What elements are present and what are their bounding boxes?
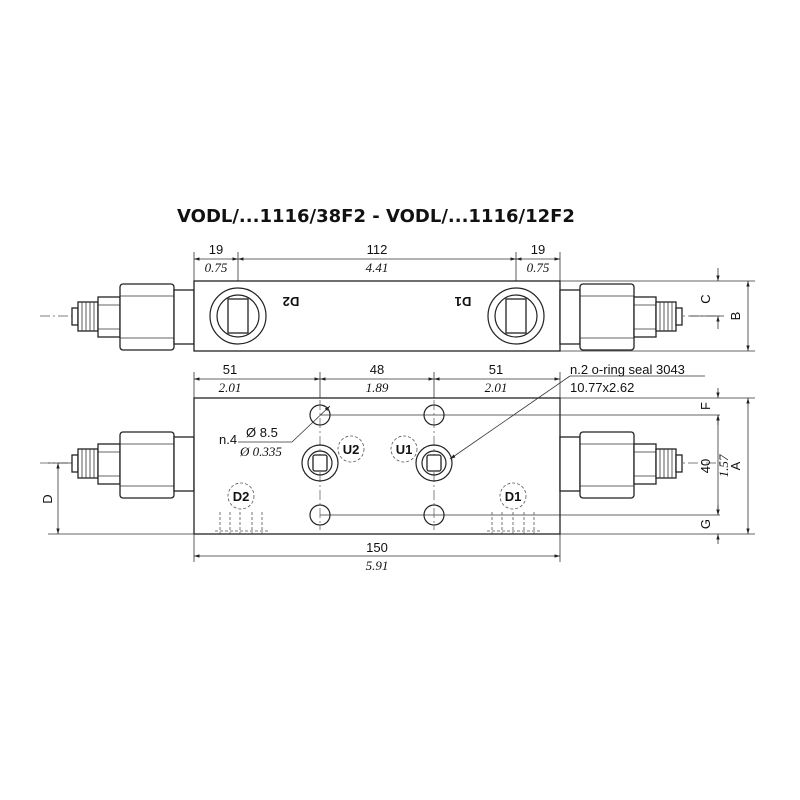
top-view: 19 0.75 112 4.41 19 0.75 D2 D1 <box>40 242 755 352</box>
top-dim-2-mm: 112 <box>367 242 388 257</box>
port-label-u1: U1 <box>396 442 413 457</box>
port-label-d2: D2 <box>233 489 250 504</box>
dim-g-label: G <box>698 519 713 529</box>
top-view-body <box>193 280 561 352</box>
port-label-u2: U2 <box>343 442 360 457</box>
top-dim-2-inch: 4.41 <box>366 260 389 275</box>
front-dim-1-inch: 2.01 <box>219 380 242 395</box>
holes-diameter-inch: Ø 0.335 <box>239 444 282 459</box>
top-port-d1: D1 <box>455 294 472 309</box>
port-u1-circle <box>415 444 453 482</box>
port-label-d1: D1 <box>505 489 522 504</box>
dim-c-label: C <box>698 294 713 303</box>
front-view-body <box>193 397 561 535</box>
height-mm: 40 <box>698 459 713 473</box>
front-view: 51 2.01 48 1.89 51 2.01 <box>40 362 755 573</box>
top-dim-1-inch: 0.75 <box>205 260 228 275</box>
front-dim-2-inch: 1.89 <box>366 380 389 395</box>
dim-a-label: A <box>728 461 743 470</box>
overall-length-mm: 150 <box>366 540 388 555</box>
top-dim-3-inch: 0.75 <box>527 260 550 275</box>
oring-note-line1: n.2 o-ring seal 3043 <box>570 362 685 377</box>
port-u2-circle <box>301 444 339 482</box>
height-inch: 1.57 <box>716 454 731 477</box>
overall-length-inch: 5.91 <box>366 558 389 573</box>
holes-diameter-mm: Ø 8.5 <box>246 425 278 440</box>
dim-f-label: F <box>698 402 713 410</box>
oring-note-line2: 10.77x2.62 <box>570 380 634 395</box>
front-dim-2-mm: 48 <box>370 362 384 377</box>
front-dim-1-mm: 51 <box>223 362 237 377</box>
dim-b-label: B <box>728 312 743 321</box>
drawing-title: VODL/...1116/38F2 - VODL/...1116/12F2 <box>177 206 575 227</box>
front-dim-3-mm: 51 <box>489 362 503 377</box>
top-port-d2: D2 <box>283 294 300 309</box>
dim-d-label: D <box>40 494 55 503</box>
top-dim-1-mm: 19 <box>209 242 223 257</box>
top-dim-3-mm: 19 <box>531 242 545 257</box>
front-dim-3-inch: 2.01 <box>485 380 508 395</box>
holes-count: n.4 <box>219 432 237 447</box>
